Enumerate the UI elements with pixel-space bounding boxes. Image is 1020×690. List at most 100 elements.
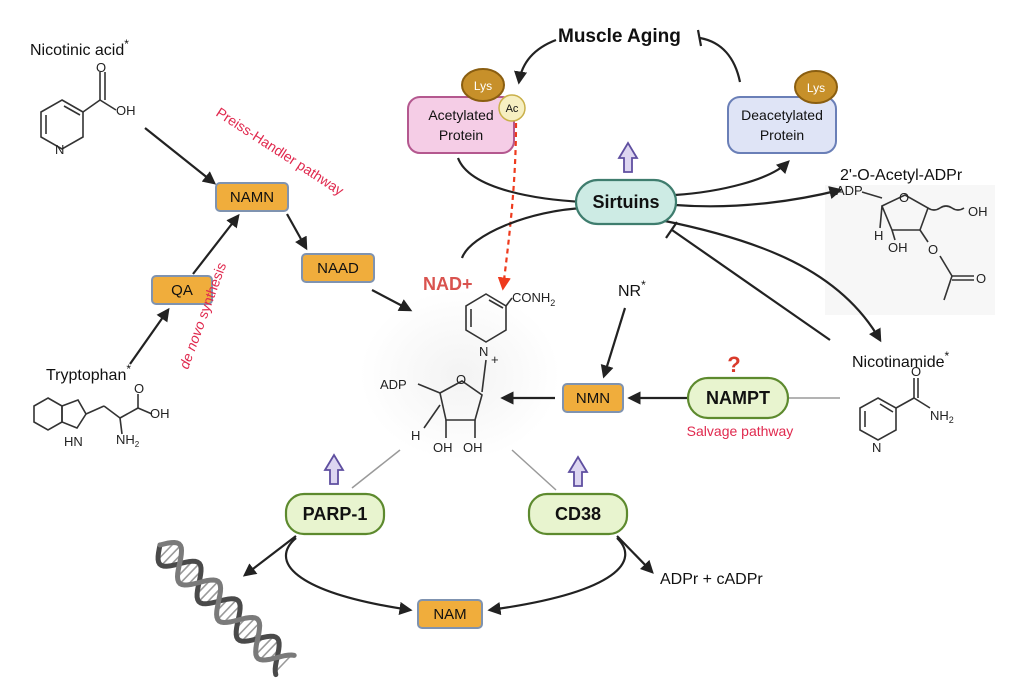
na-carbonyl-o: O [96,60,106,75]
nmn-box: NMN [562,383,624,413]
naad-box: NAAD [301,253,375,283]
salvage-pathway-label: Salvage pathway [687,423,794,439]
acetyl-adpr-ring-o: O [899,190,909,205]
arrow-nr-to-nmn [600,307,627,379]
arrow-sirtuins-to-deacetylated [674,160,790,197]
lys-right-label: Lys [807,81,825,95]
nad-structure: CONH2 N + O ADP H OH OH [380,290,555,455]
deacetylated-line2: Protein [760,127,804,143]
dna-rung [236,617,256,638]
nam-n-label: N [872,440,881,455]
trp-o-label: O [134,381,144,396]
trp-oh-label: OH [150,406,170,421]
nr-label: NR* [618,278,646,300]
acetyl-adpr-label: 2'-O-Acetyl-ADPr [840,167,963,184]
nicotinamide-structure: O NH2 N [859,364,954,455]
dna-rung [241,622,260,642]
naad-label: NAAD [317,260,359,277]
tryptophan-structure: O OH NH2 HN [33,381,170,449]
dna-rung [259,639,280,661]
inhibit-bar-aging [696,29,703,47]
parp1-label: PARP-1 [303,504,368,524]
deacetylated-line1: Deacetylated [741,107,823,123]
acetyl-adpr-carbonyl-o: O [976,271,986,286]
nampt-question-mark: ? [727,352,740,377]
sirtuins-node: Sirtuins [574,178,678,226]
arrow-sirtuins-to-acetyl-adpr [674,186,843,208]
inhibit-deacetylated-to-aging [699,36,742,83]
arrow-qa-to-namn [192,213,240,275]
nicotinic-acid-label: Nicotinic acid* [30,37,129,59]
arrow-na-to-namn [144,127,217,185]
nmn-label: NMN [576,390,610,407]
arrow-cd38-to-adpr [616,535,654,574]
nad-oh2-label: OH [463,440,483,455]
dna-rung [198,580,219,603]
namn-box: NAMN [215,182,289,212]
dna-helix-icon [155,539,297,678]
acetyl-adpr-oh-bottom: OH [888,240,908,255]
line-nad-to-cd38 [511,449,557,491]
ac-label: Ac [506,103,519,115]
cd38-label: CD38 [555,504,601,524]
sirtuins-label: Sirtuins [592,192,659,212]
dna-rung [217,599,238,620]
arrow-naad-to-nad [371,289,413,312]
nad-oh1-label: OH [433,440,453,455]
curve-acetylated-to-sirtuins [456,157,586,204]
nad-label: NAD+ [423,274,473,294]
acetyl-adpr-structure: ADP O OH H OH O O [836,183,988,301]
dna-rung [274,654,293,673]
arrow-aging-to-acetylated [514,38,557,85]
inhibit-bar-sirtuins [665,221,678,239]
deacetylated-protein-box: Deacetylated Protein [727,96,837,154]
nicotinamide-label: Nicotinamide* [852,349,949,371]
na-n-label: N [55,142,64,157]
dna-strand-b [157,539,297,663]
nad-adp-label: ADP [380,377,407,392]
nampt-label: NAMPT [706,388,770,408]
dna-rung [255,635,275,656]
arrow-parp1-to-nam [285,537,413,615]
nad-plus-label: + [491,352,499,367]
nad-n-label: N [479,344,488,359]
inhibit-nam-to-sirtuins [671,229,831,341]
acetyl-adpr-oh-right: OH [968,204,988,219]
curve-nad-to-sirtuins [460,206,586,259]
lys-left-badge: Lys [461,68,505,102]
trp-nh2-label: NH2 [116,432,140,449]
nicotinic-acid-structure: O OH N [40,60,136,157]
lys-left-label: Lys [474,79,492,93]
arrow-trp-to-qa [129,307,170,365]
namn-label: NAMN [230,189,274,206]
qa-label: QA [171,282,193,299]
na-oh-label: OH [116,103,136,118]
nad-h-label: H [411,428,420,443]
acetyl-adpr-adp: ADP [836,183,863,198]
nad-conh2-label: CONH2 [512,290,555,308]
muscle-aging-label: Muscle Aging [558,26,681,47]
acetylated-line1: Acetylated [428,107,493,123]
cd38-node: CD38 [527,492,629,536]
arrow-namn-to-naad [286,213,308,251]
nam-box: NAM [417,599,483,629]
sirtuins-up-arrow-icon [617,141,639,173]
dna-rung [179,562,200,585]
nampt-node: NAMPT [686,376,790,420]
lys-right-badge: Lys [794,70,838,104]
trp-hn-label: HN [64,434,83,449]
ac-badge: Ac [498,94,526,122]
nam-o-label: O [911,364,921,379]
parp1-up-arrow-icon [323,453,345,485]
nam-label: NAM [433,606,466,623]
arrow-parp1-to-dna [242,535,297,577]
dna-rung [223,604,241,624]
arrow-sirtuins-to-nicotinamide [659,218,882,343]
qa-box: QA [151,275,213,305]
nad-ring-o: O [456,372,466,387]
nam-nh2-label: NH2 [930,408,954,425]
arrow-cd38-to-nam [487,537,627,616]
dna-rung [160,545,182,566]
